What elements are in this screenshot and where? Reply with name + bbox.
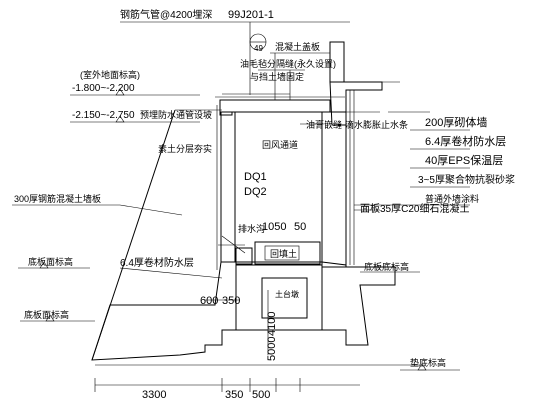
label-wall-300: 300厚钢筋混凝土墙板 bbox=[14, 193, 101, 204]
label-level-2: -2.150~-2.750 bbox=[72, 110, 135, 121]
label-slab-top: 混凝土盖板 bbox=[275, 41, 320, 52]
label-bottom-right: 底板底标高 bbox=[364, 261, 409, 272]
label-drip: 油膏嵌缝 bbox=[306, 119, 342, 130]
label-dim-500: 500 bbox=[252, 389, 270, 401]
level-markers bbox=[18, 88, 460, 371]
label-outdoor-a: (室外地面标高) bbox=[80, 69, 140, 80]
label-dim-4100: 4100 bbox=[266, 312, 278, 336]
label-layer-3: 40厚EPS保温层 bbox=[425, 153, 503, 167]
label-compact-soil: 素土分层夯实 bbox=[158, 143, 212, 154]
label-dim-50: 50 bbox=[294, 221, 306, 233]
right-wall bbox=[321, 90, 355, 268]
label-drain: 排水沟 bbox=[238, 223, 265, 234]
label-detail-num: 49 bbox=[254, 44, 263, 53]
label-channel: 回风通道 bbox=[262, 139, 298, 150]
label-layer-5: 普通外墙涂料 bbox=[425, 193, 479, 204]
text-labels: 钢筋气管@4200埋深 99J201-1 49 混凝土盖板 油毛毡分隔缝(永久设… bbox=[14, 8, 515, 401]
label-bottom-slab: 底板面标高 bbox=[24, 309, 69, 320]
soil-slope bbox=[91, 109, 420, 366]
label-layer-2: 6.4厚卷材防水层 bbox=[425, 134, 506, 148]
label-dim-350: 350 bbox=[222, 295, 240, 307]
base-footing bbox=[91, 241, 396, 361]
label-dq2: DQ2 bbox=[244, 186, 267, 198]
label-layer-1: 200厚砌体墙 bbox=[425, 115, 487, 129]
label-plaster: 滴水膨胀止水条 bbox=[345, 119, 408, 130]
label-outdoor-b: -1.800~-2.200 bbox=[72, 83, 135, 94]
label-dim-5000: 5000 bbox=[266, 337, 278, 361]
label-joint-a: 油毛毡分隔缝(永久设置) bbox=[240, 58, 336, 69]
label-joint-b: 与挡土墙固定 bbox=[250, 71, 304, 82]
label-waterproof-64: 6.4厚卷材防水层 bbox=[120, 256, 194, 269]
label-base-level: 垫底标高 bbox=[410, 357, 446, 368]
label-pad: 土台墩 bbox=[275, 289, 299, 299]
upper-structure bbox=[329, 41, 400, 126]
label-dim-350b: 350 bbox=[225, 389, 243, 401]
label-top-note: 钢筋气管@4200埋深 bbox=[120, 8, 212, 21]
label-dim-3300: 3300 bbox=[142, 389, 166, 401]
label-layer-4: 3~5厚聚合物抗裂砂浆 bbox=[418, 173, 515, 186]
leader-lines bbox=[12, 21, 470, 279]
label-dim-600: 600 bbox=[200, 295, 218, 307]
label-dq1: DQ1 bbox=[244, 171, 267, 183]
label-waterproof-pipe: 预埋防水通管设坡 bbox=[140, 109, 212, 120]
label-c20: 面板35厚C20细石混凝土 bbox=[360, 202, 469, 215]
dimension-lines bbox=[94, 290, 360, 392]
label-dim-1050: 1050 bbox=[262, 221, 286, 233]
label-backfill: 回填土 bbox=[270, 248, 297, 259]
label-top-code: 99J201-1 bbox=[228, 9, 274, 21]
label-bottom-left: 底板面标高 bbox=[28, 256, 73, 267]
